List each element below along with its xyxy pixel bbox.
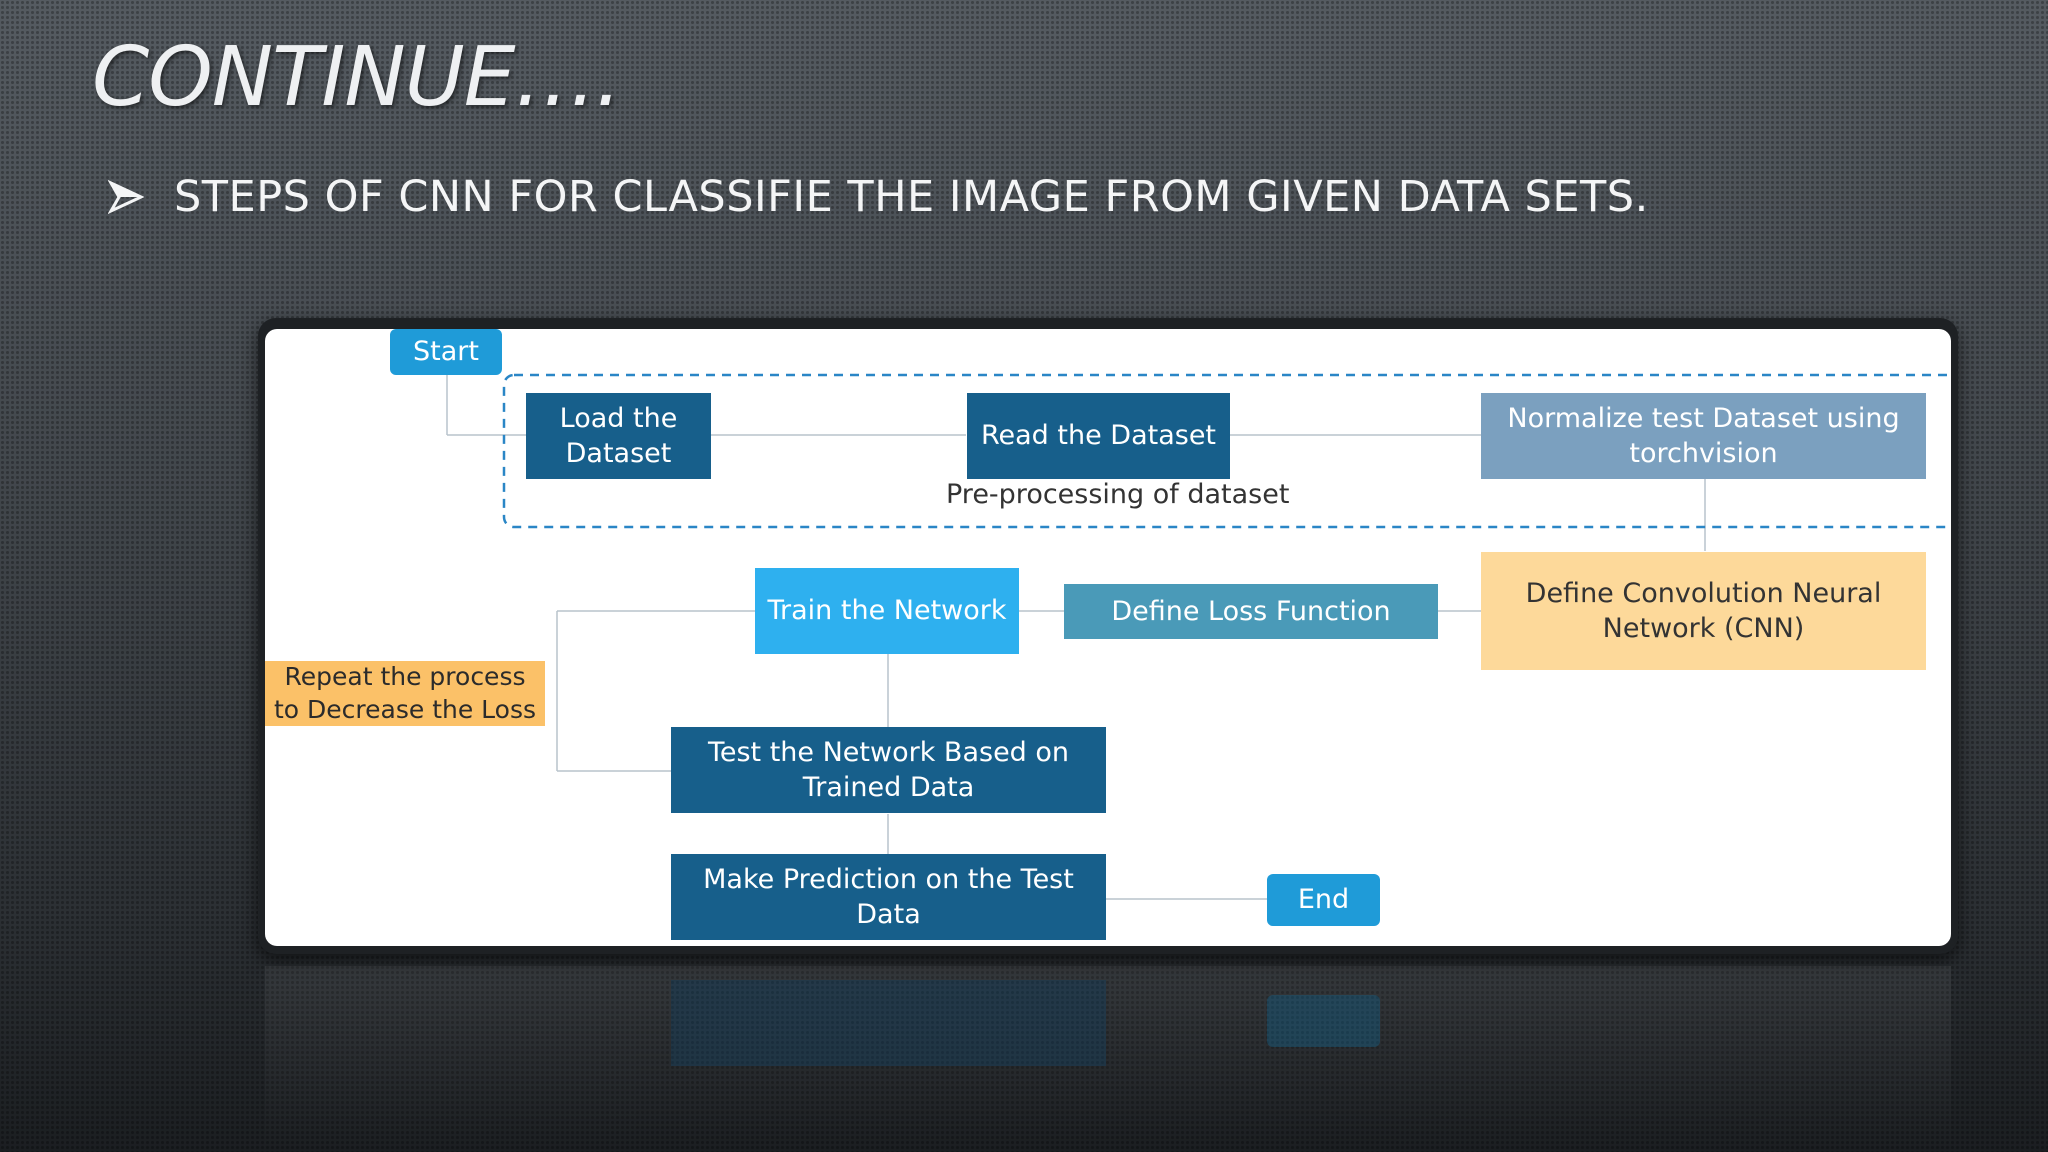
slide-title: CONTINUE…. (92, 30, 622, 125)
repeat-process-note: Repeat the process to Decrease the Loss (265, 661, 545, 726)
bullet-text: STEPS OF CNN FOR CLASSIFIE THE IMAGE FRO… (174, 172, 1649, 222)
flowchart-canvas: Start Load the Dataset Read the Dataset … (265, 329, 1951, 946)
bullet-item: STEPS OF CNN FOR CLASSIFIE THE IMAGE FRO… (108, 172, 1649, 222)
normalize-node: Normalize test Dataset using torchvision (1481, 393, 1926, 479)
load-dataset-node: Load the Dataset (526, 393, 711, 479)
connector-lines (446, 373, 1951, 900)
start-node: Start (390, 329, 502, 375)
end-node: End (1267, 874, 1380, 926)
reflection-prediction (671, 980, 1106, 1066)
preprocessing-group-label: Pre-processing of dataset (940, 479, 1296, 510)
arrow-bullet-icon (108, 179, 144, 215)
train-network-node: Train the Network (755, 568, 1019, 654)
reflection-end (1267, 995, 1380, 1047)
loss-function-node: Define Loss Function (1064, 584, 1438, 639)
read-dataset-node: Read the Dataset (967, 393, 1230, 479)
make-prediction-node: Make Prediction on the Test Data (671, 854, 1106, 940)
diagram-reflection (265, 966, 1951, 1152)
define-cnn-node: Define Convolution Neural Network (CNN) (1481, 552, 1926, 670)
test-network-node: Test the Network Based on Trained Data (671, 727, 1106, 813)
